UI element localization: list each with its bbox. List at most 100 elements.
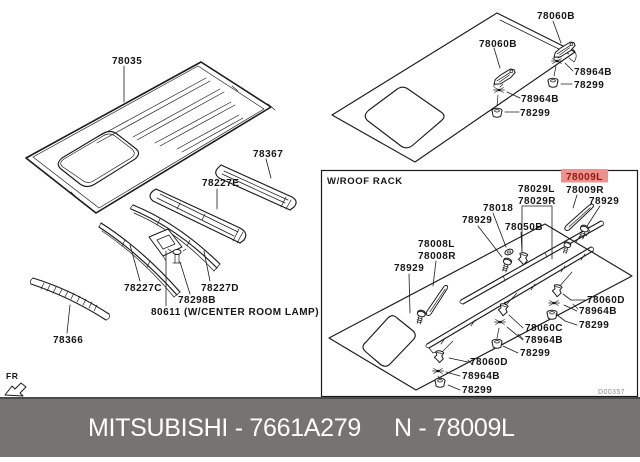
roof-rack-box-title: W/ROOF RACK <box>327 176 403 187</box>
part-label-78050B[interactable]: 78050B <box>505 222 543 233</box>
nut-icon <box>547 77 559 88</box>
part-label-78227D[interactable]: 78227D <box>201 283 239 294</box>
leader-78964B-right2 <box>563 304 578 312</box>
part-label-78964B-left[interactable]: 78964B <box>462 371 500 382</box>
leader-78964B-left2 <box>445 371 461 377</box>
leader-78227D <box>203 250 211 282</box>
part-label-78009R[interactable]: 78009R <box>566 185 604 196</box>
nut-icon <box>491 338 503 349</box>
part-label-80611[interactable]: 80611 (W/CENTER ROOM LAMP) <box>151 307 319 318</box>
leader-78366 <box>66 304 71 334</box>
fr-label: FR <box>6 371 18 381</box>
part-label-78298B[interactable]: 78298B <box>178 295 216 306</box>
parts-diagram: 78035 78367 78227E 78227C 78227D 78298B … <box>4 11 639 398</box>
part-label-78060B[interactable]: 78060B <box>479 39 517 50</box>
part-label-78029R[interactable]: 78029R <box>518 196 556 207</box>
leader-78008 <box>432 260 437 287</box>
roof-rack-box-border <box>320 169 639 398</box>
part-label-78299-right[interactable]: 78299 <box>579 320 609 331</box>
drawing-code-watermark: D00357 <box>598 389 625 396</box>
part-label-78964B-right[interactable]: 78964B <box>579 306 617 317</box>
leader-78299-left2 <box>447 384 461 391</box>
nut-icon <box>491 107 503 118</box>
clip-80611-drawing <box>167 248 187 264</box>
footer-brand-code: MITSUBISHI - 7661A279 <box>88 414 361 442</box>
part-label-78060B[interactable]: 78060B <box>537 11 575 22</box>
fr-direction-indicator: FR <box>4 371 27 397</box>
grommet-icon <box>494 319 506 325</box>
panel-78366-drawing <box>29 277 110 321</box>
nut-icon <box>434 377 446 388</box>
grommet-icon <box>493 87 505 93</box>
part-label-78009L-highlighted[interactable]: 78009L <box>566 172 603 183</box>
footer-divider <box>0 397 640 399</box>
roof-outline-rack-drawing <box>328 223 633 391</box>
fr-arrow-icon <box>4 382 27 397</box>
part-label-78060C[interactable]: 78060C <box>525 323 563 334</box>
part-label-78227C[interactable]: 78227C <box>124 283 162 294</box>
grommet-icon <box>548 300 560 306</box>
part-label-78964B-mid[interactable]: 78964B <box>525 335 563 346</box>
roof-panel-78035-drawing <box>25 61 276 214</box>
part-label-78964B[interactable]: 78964B <box>574 67 612 78</box>
nut-icon <box>546 309 558 320</box>
clip-group-right <box>546 271 573 320</box>
leader-78929-mid <box>477 225 503 258</box>
part-label-78060D-right[interactable]: 78060D <box>587 295 625 306</box>
leader-78298B <box>179 261 191 295</box>
part-label-78018[interactable]: 78018 <box>483 203 513 214</box>
bracket-78298B-drawing <box>148 228 183 262</box>
leader-78227C <box>129 244 141 282</box>
part-label-78299[interactable]: 78299 <box>574 80 604 91</box>
part-label-78366[interactable]: 78366 <box>53 335 83 346</box>
leader-78929-bottom <box>408 273 411 314</box>
footer-bar: MITSUBISHI - 7661A279 N - 78009L <box>0 399 640 457</box>
roof-mount-group-right <box>547 40 578 88</box>
leader-78060C <box>508 314 524 329</box>
leader-78964B-right <box>564 62 574 72</box>
part-label-78029L[interactable]: 78029L <box>518 184 555 195</box>
bolt-icon <box>414 308 427 326</box>
leader-78009R <box>572 194 578 209</box>
part-label-78035[interactable]: 78035 <box>112 56 142 67</box>
part-label-78929-mid[interactable]: 78929 <box>462 215 492 226</box>
grommet-icon <box>432 368 444 374</box>
roof-mount-icon <box>489 67 518 88</box>
rail-78367-drawing <box>215 164 297 211</box>
leader-78060D-right <box>562 293 586 301</box>
clip-icon <box>496 302 510 317</box>
leader-78299-right2 <box>555 313 578 326</box>
leader-78964B-left <box>506 91 521 99</box>
leader-78367 <box>265 158 272 179</box>
clip-icon <box>550 283 564 298</box>
leader-78060B-left <box>493 47 501 69</box>
part-label-78227E[interactable]: 78227E <box>202 178 239 189</box>
washer-icon <box>503 247 515 257</box>
footer-part-number: N - 78009L <box>393 414 515 442</box>
part-label-78299-left[interactable]: 78299 <box>462 385 492 396</box>
bolt-icon <box>499 256 513 274</box>
part-label-78929-right[interactable]: 78929 <box>589 196 619 207</box>
part-label-78299-mid[interactable]: 78299 <box>520 348 550 359</box>
rail-78227E-drawing <box>149 188 247 244</box>
part-label-78367[interactable]: 78367 <box>253 149 283 160</box>
clip-group-middle <box>491 292 518 349</box>
leader-78060D-left <box>448 357 469 363</box>
roof-outline-drawing <box>331 12 577 163</box>
rail-78227C-drawing <box>98 222 181 298</box>
part-label-78008L[interactable]: 78008L <box>418 239 455 250</box>
grommet-icon <box>551 58 563 64</box>
roof-mount-icon <box>549 40 578 61</box>
highlighted-part-badge[interactable] <box>561 169 608 183</box>
part-label-78929-bottom[interactable]: 78929 <box>394 263 424 274</box>
leader-78929-right <box>586 205 601 227</box>
part-label-78008R[interactable]: 78008R <box>418 251 456 262</box>
part-label-78964B[interactable]: 78964B <box>521 94 559 105</box>
part-label-78299[interactable]: 78299 <box>520 108 550 119</box>
leader-78060B-top <box>552 20 562 44</box>
clip-group-left <box>432 340 454 388</box>
leader-78964B-mid <box>506 326 524 341</box>
part-label-78060D-left[interactable]: 78060D <box>470 357 508 368</box>
leader-78299-mid <box>502 345 519 354</box>
